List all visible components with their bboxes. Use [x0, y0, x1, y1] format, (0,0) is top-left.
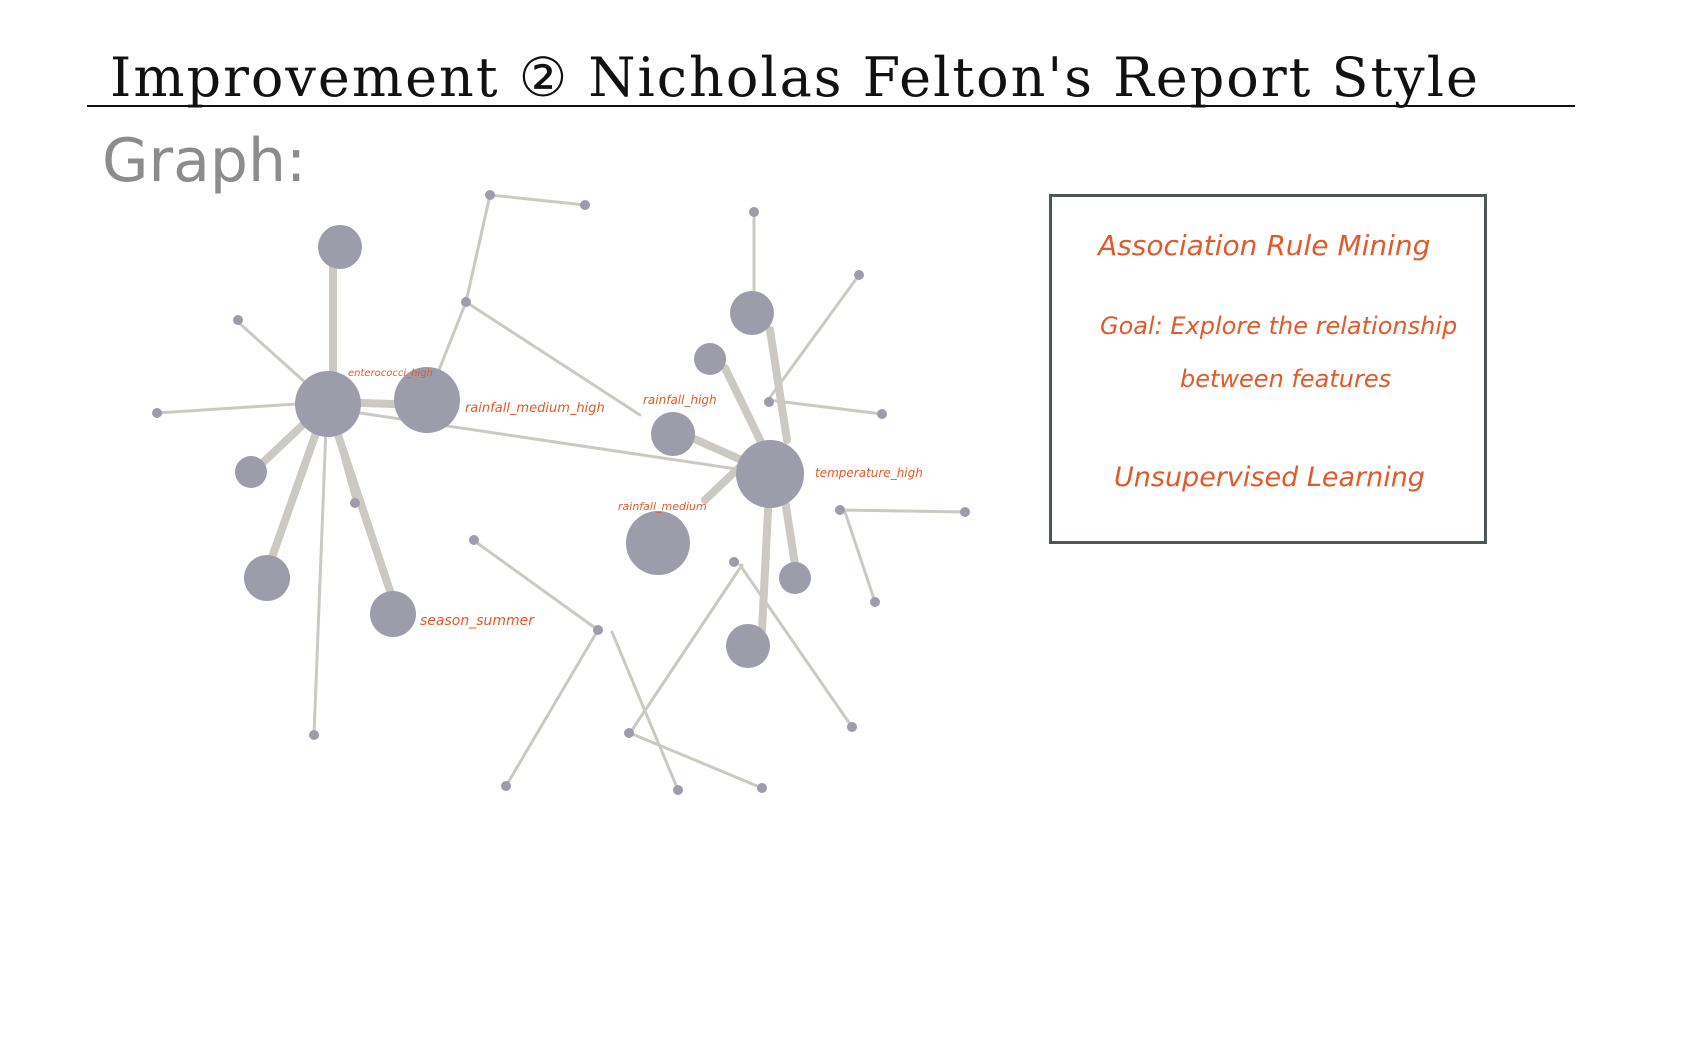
label-season-summer: season_summer	[420, 613, 535, 629]
node	[847, 722, 857, 732]
node	[779, 562, 811, 594]
label-rainfall-medium: rainfall_medium	[618, 500, 707, 513]
node	[235, 456, 267, 488]
node	[749, 207, 759, 217]
node	[764, 397, 774, 407]
edge	[471, 538, 600, 632]
edge	[464, 193, 492, 304]
node	[835, 505, 845, 515]
title-underline	[87, 105, 1575, 107]
edge	[766, 398, 884, 416]
edge	[488, 193, 587, 207]
node-rainfall-high	[651, 412, 695, 456]
edge	[781, 496, 799, 569]
node	[593, 625, 603, 635]
node	[870, 597, 880, 607]
node-rainfall-medium	[626, 511, 690, 575]
label-temperature-high: temperature_high	[815, 466, 923, 480]
node	[960, 507, 970, 517]
node	[350, 498, 360, 508]
edge	[312, 400, 329, 737]
node	[501, 781, 511, 791]
node	[318, 225, 362, 269]
nodes-right-cluster	[501, 207, 970, 795]
edge	[610, 630, 680, 792]
info-box: Association Rule Mining Goal: Explore th…	[1049, 194, 1487, 544]
node	[244, 555, 290, 601]
edge	[686, 433, 750, 466]
edge	[766, 273, 861, 402]
node	[694, 343, 726, 375]
node	[673, 785, 683, 795]
node	[854, 270, 864, 280]
label-enterococci-high: enterococci_high	[348, 368, 433, 379]
edge	[628, 563, 744, 735]
info-box-goal-continued: between features	[1180, 365, 1392, 393]
node	[152, 408, 162, 418]
info-box-title: Association Rule Mining	[1098, 229, 1431, 262]
edges-right-cluster	[471, 211, 967, 792]
label-rainfall-high: rainfall_high	[643, 393, 717, 407]
edge	[738, 563, 854, 729]
node-rainfall-medium-high	[394, 367, 460, 433]
node	[461, 297, 471, 307]
node	[233, 315, 243, 325]
node	[485, 190, 495, 200]
node-season-summer	[370, 591, 416, 637]
nodes-left-cluster	[152, 190, 590, 740]
node	[469, 535, 479, 545]
node	[580, 200, 590, 210]
node	[309, 730, 319, 740]
edge	[628, 731, 764, 790]
node	[726, 624, 770, 668]
node	[730, 291, 774, 335]
label-rainfall-medium-high: rainfall_medium_high	[465, 401, 605, 416]
node	[877, 409, 887, 419]
node	[729, 557, 739, 567]
node	[757, 783, 767, 793]
node	[624, 728, 634, 738]
edge	[758, 506, 772, 634]
edge	[464, 300, 642, 417]
hub-node-temperature-high	[736, 440, 804, 508]
hub-node-enterococci-high	[295, 371, 361, 437]
edge	[721, 364, 764, 444]
edge	[843, 510, 877, 604]
graph-section-label: Graph:	[102, 126, 307, 196]
info-box-goal: Goal: Explore the relationship	[1100, 312, 1458, 340]
info-box-method: Unsupervised Learning	[1114, 462, 1425, 493]
page-title: Improvement ② Nicholas Felton's Report S…	[110, 46, 1480, 109]
edge	[838, 508, 967, 514]
node-labels: enterococci_high rainfall_medium_high se…	[348, 368, 923, 629]
edge	[504, 628, 600, 788]
